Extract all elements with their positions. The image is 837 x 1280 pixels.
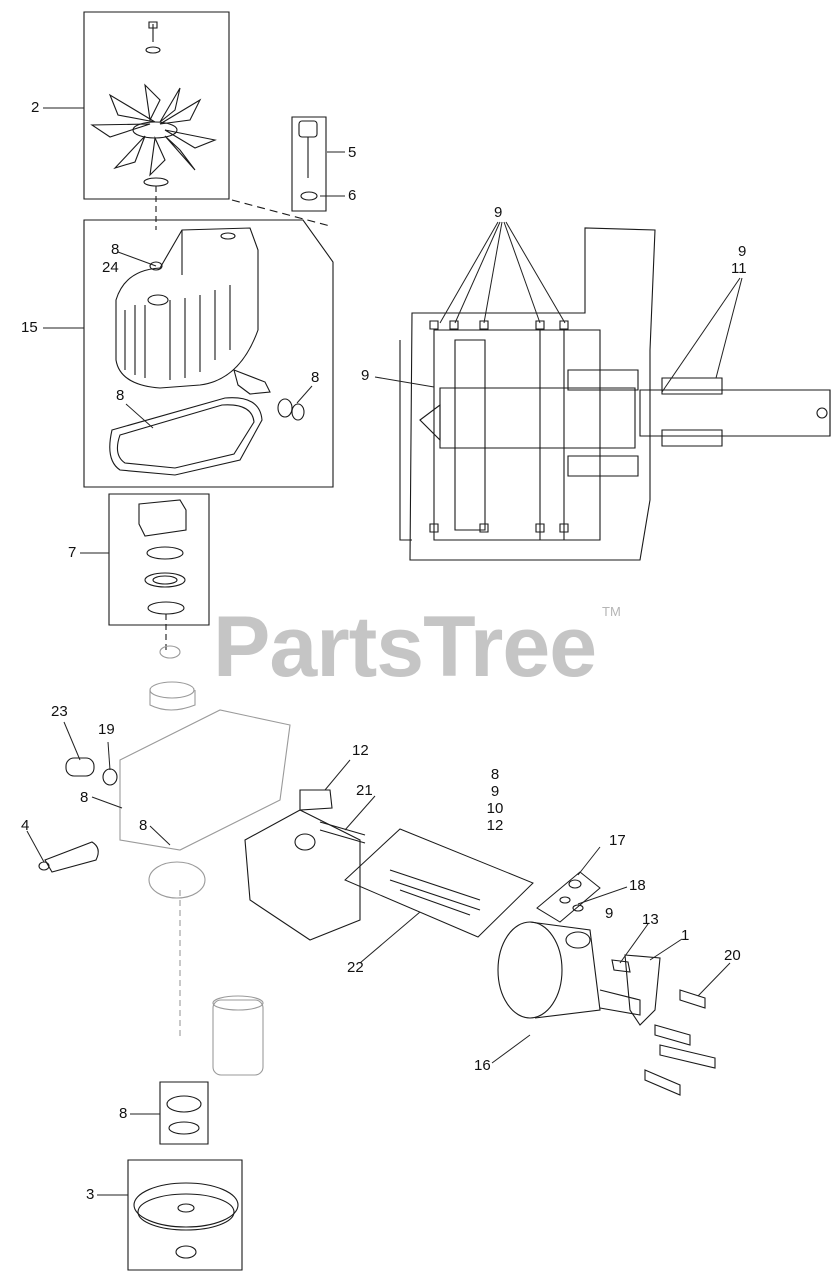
callout-4: 4 — [21, 817, 30, 834]
callout-2: 2 — [31, 99, 40, 116]
pulley-icon — [134, 1183, 238, 1230]
callout-23: 23 — [51, 703, 68, 720]
callout-3: 3 — [86, 1186, 95, 1203]
callout-15: 15 — [21, 319, 38, 336]
fan-assembly-box — [84, 12, 229, 230]
partstree-watermark: PartsTree — [213, 599, 597, 695]
stack-9: 9 — [490, 783, 500, 800]
callout-stack-8-9-10-12: 8 9 10 12 — [482, 766, 508, 834]
callout-7: 7 — [68, 544, 77, 561]
callout-22: 22 — [347, 959, 364, 976]
thrust-bearing-box — [109, 494, 209, 650]
callout-1: 1 — [681, 927, 690, 944]
callout-8-gasket: 8 — [116, 387, 125, 404]
housing-box — [84, 220, 333, 487]
callout-21: 21 — [356, 782, 373, 799]
stack-12: 12 — [486, 817, 504, 834]
callout-9-left: 9 — [361, 367, 370, 384]
callout-5: 5 — [348, 144, 357, 161]
gasket-icon — [110, 398, 262, 475]
callout-12-top: 12 — [352, 742, 369, 759]
dipstick-box — [232, 117, 330, 226]
cross-section-view — [400, 228, 830, 560]
callout-20: 20 — [724, 947, 741, 964]
callout-8-bearing: 8 — [119, 1105, 128, 1122]
callout-8-left: 8 — [80, 789, 89, 806]
stack-10: 10 — [486, 800, 504, 817]
stack-8: 8 — [490, 766, 500, 783]
callout-17: 17 — [609, 832, 626, 849]
transmission-housing-icon — [116, 228, 258, 388]
callout-9-right: 9 — [738, 243, 747, 260]
callout-6: 6 — [348, 187, 357, 204]
callout-18: 18 — [629, 877, 646, 894]
cooling-fan-icon — [92, 85, 215, 175]
callout-11: 11 — [731, 260, 747, 277]
hydraulic-pump-icon — [498, 922, 640, 1018]
trademark-symbol: TM — [602, 604, 621, 619]
callout-8-oring: 8 — [139, 817, 148, 834]
faded-lower-stack — [120, 646, 290, 1075]
callout-24: 24 — [102, 259, 119, 276]
callout-16: 16 — [474, 1057, 491, 1074]
callout-8-cap: 8 — [111, 241, 120, 258]
callout-9-kit: 9 — [605, 905, 614, 922]
callout-13: 13 — [642, 911, 659, 928]
callout-9-top: 9 — [494, 204, 503, 221]
callout-8-seal: 8 — [311, 369, 320, 386]
callout-19: 19 — [98, 721, 115, 738]
